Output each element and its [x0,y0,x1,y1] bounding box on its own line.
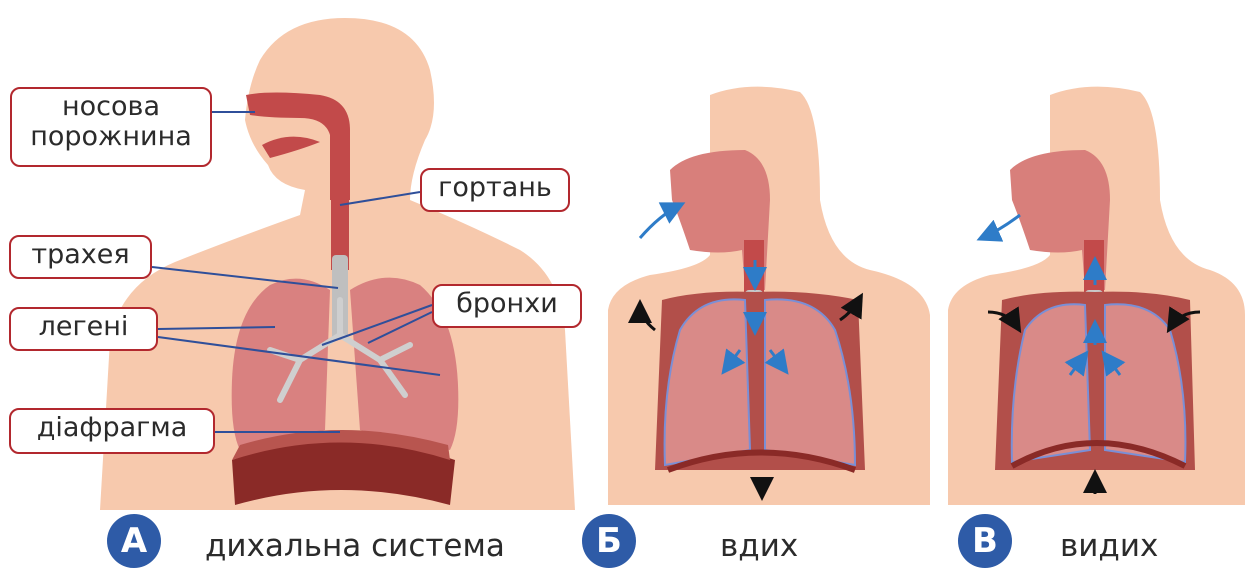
label-trachea: трахея [9,235,152,279]
label-bronchi: бронхи [432,284,582,328]
caption-a: дихальна система [205,528,505,564]
label-diaphragm: діафрагма [9,408,215,454]
badge-c: В [958,514,1012,568]
panel-c-exhale [948,87,1245,505]
label-lungs: легені [9,307,158,351]
badge-a: А [107,514,161,568]
badge-b: Б [582,514,636,568]
label-larynx: гортань [420,168,570,212]
label-nasal-cavity: носова порожнина [10,87,212,167]
caption-c: видих [1060,528,1158,564]
panel-b-inhale [608,87,930,505]
caption-b: вдих [720,528,798,564]
